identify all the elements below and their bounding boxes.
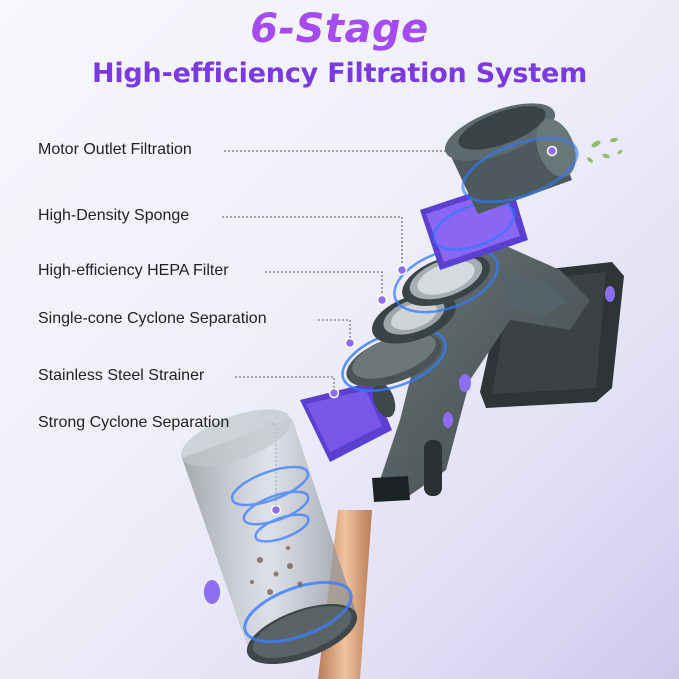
leader-line-sponge: [222, 216, 403, 268]
hepa-filter: [393, 246, 499, 314]
leader-dots: [270, 145, 558, 516]
handle-body: [372, 230, 590, 502]
stage-label-strong-cyclone: Strong Cyclone Separation: [38, 414, 230, 431]
dust-bin: [180, 409, 358, 665]
motor-glow-ring: [461, 136, 579, 204]
headline-system-name: High-efficiency Filtration System: [91, 58, 588, 89]
leader-line-single-cone: [318, 319, 351, 342]
stage-label-motor-outlet: Motor Outlet Filtration: [38, 141, 192, 158]
stage-label-sponge: High-Density Sponge: [38, 207, 190, 224]
motor-outlet-cap: [444, 103, 576, 214]
stage-label-hepa: High-efficiency HEPA Filter: [38, 262, 229, 279]
leader-line-hepa: [265, 271, 383, 300]
stage-label-strainer: Stainless Steel Strainer: [38, 367, 205, 384]
stage-label-single-cone: Single-cone Cyclone Separation: [38, 310, 267, 327]
cyclone-cap: [300, 382, 396, 462]
leaf-icons: [587, 137, 623, 163]
headline-stage-count: 6-Stage: [250, 6, 429, 52]
leader-line-strainer: [235, 376, 335, 392]
